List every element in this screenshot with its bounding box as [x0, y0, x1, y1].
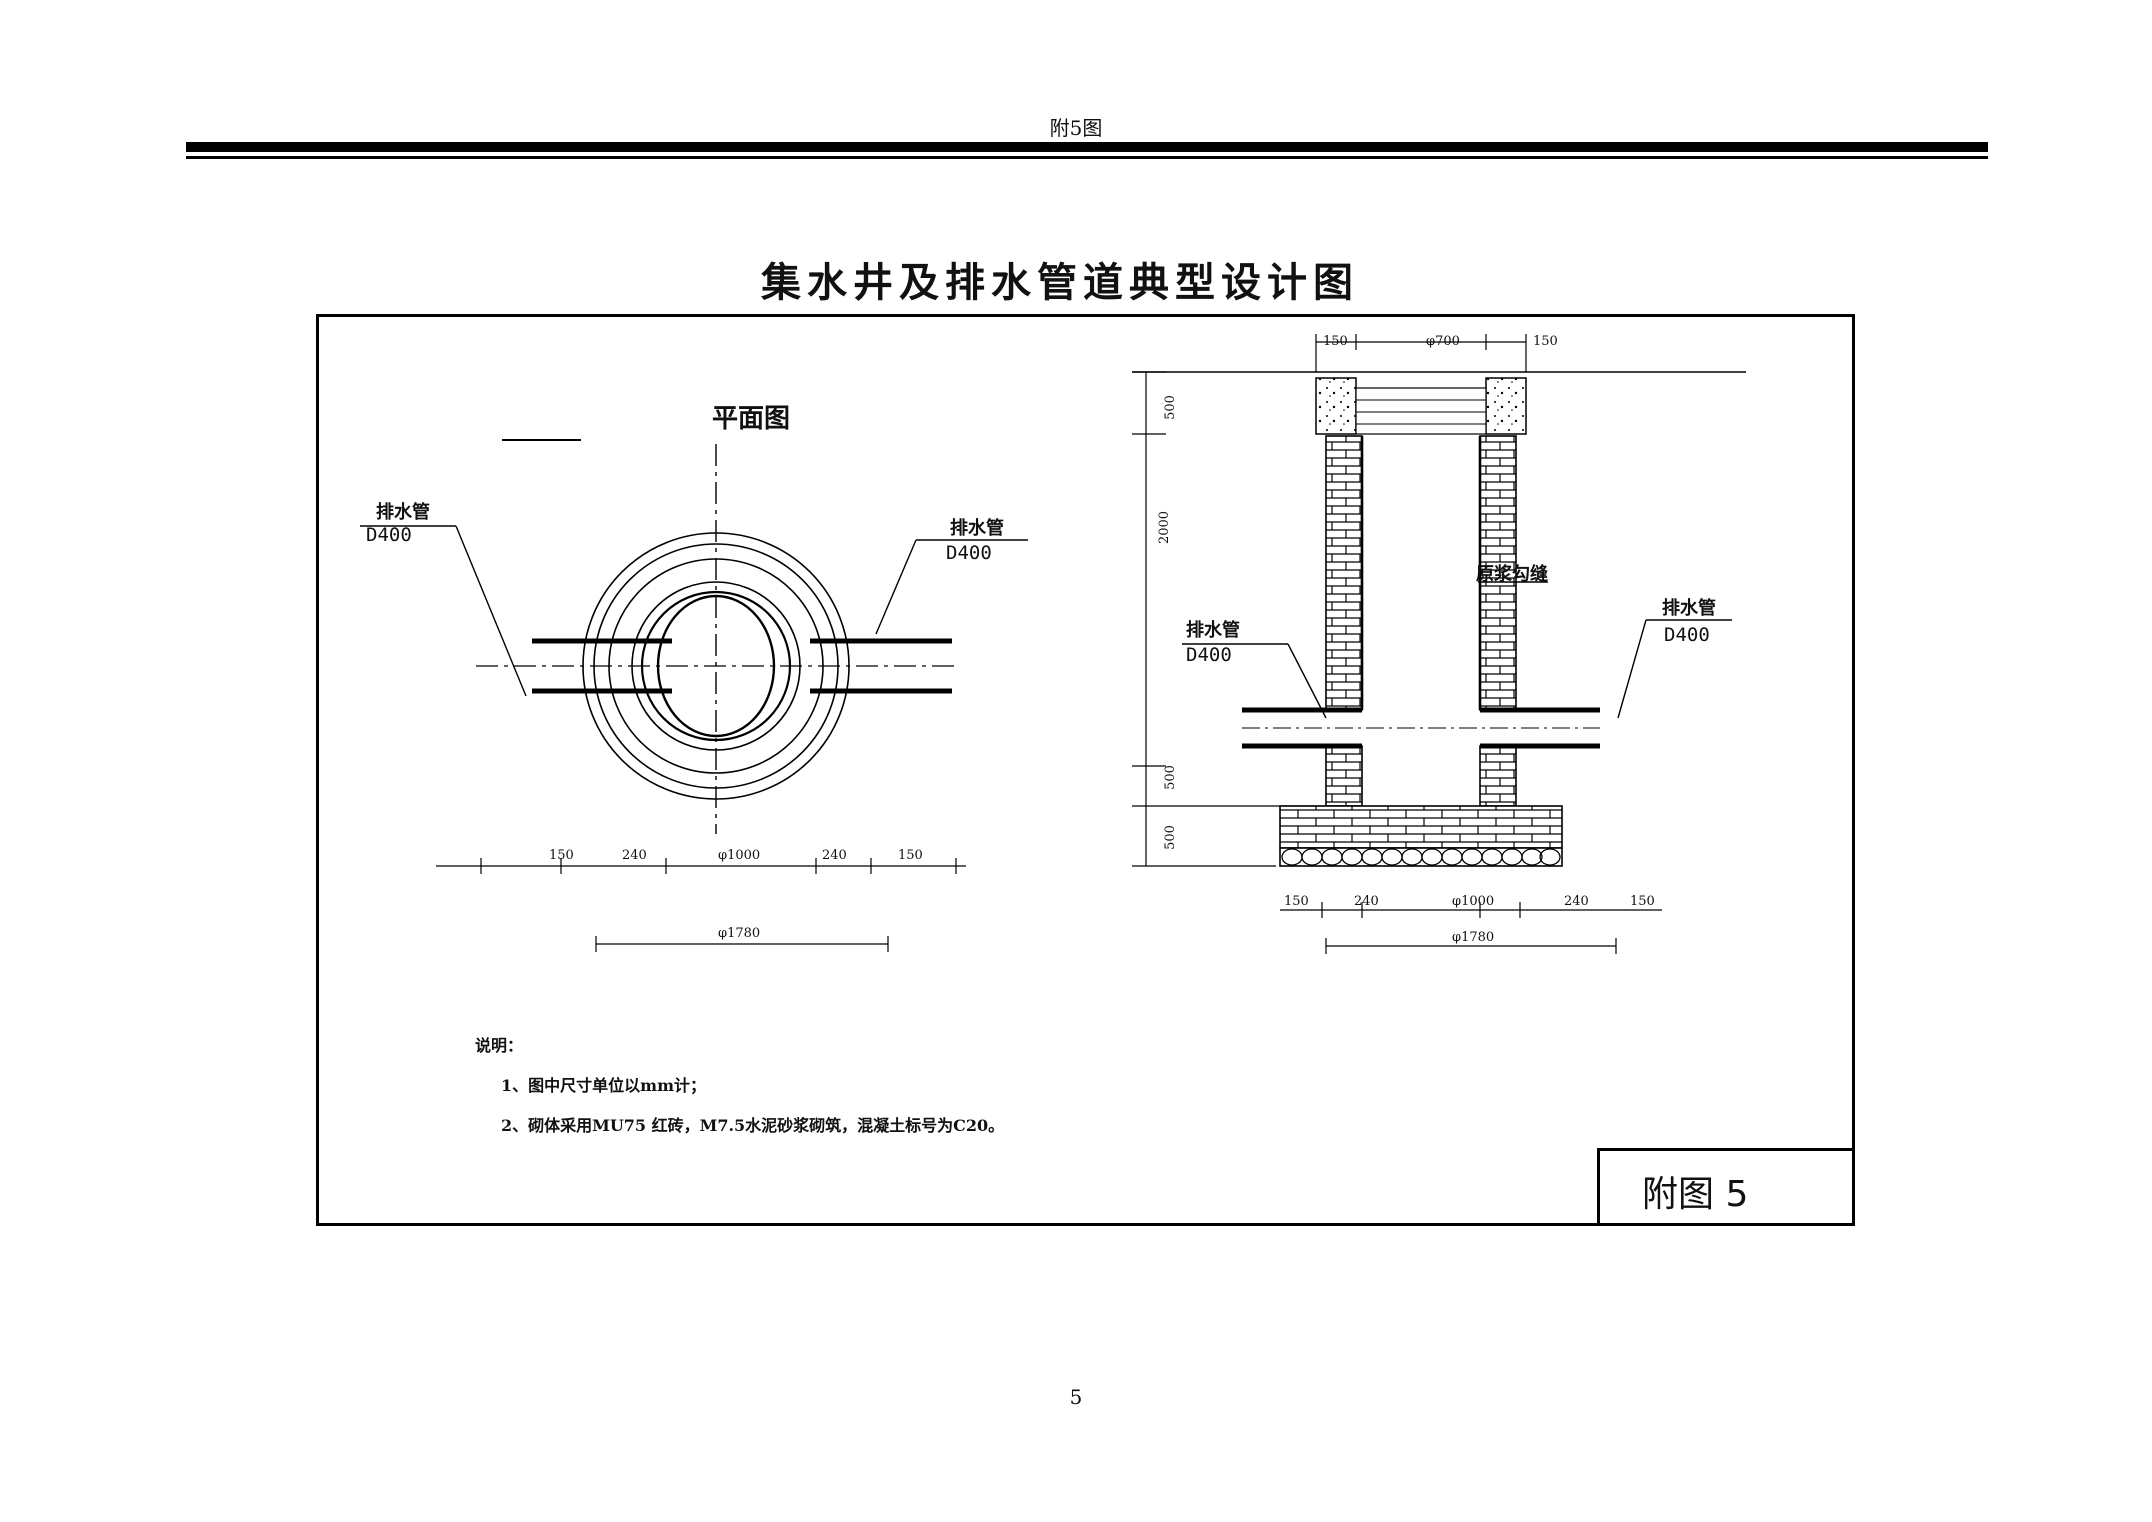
plan-heading: 平面图: [712, 404, 791, 434]
notes-heading: 说明：: [475, 1036, 524, 1055]
plan-pipe-right-size: D400: [946, 542, 992, 564]
plan-view: [360, 439, 1028, 952]
note-item-1: 1、图中尺寸单位以mm计；: [501, 1076, 706, 1095]
section-view: [1132, 334, 1746, 954]
plan-dim-2: 240: [622, 848, 647, 863]
section-top-dim-1: 150: [1323, 334, 1348, 349]
section-dim-5: 150: [1630, 894, 1655, 909]
section-pipe-right-size: D400: [1664, 624, 1710, 646]
drawing-frame: [316, 314, 1855, 1226]
section-top-dim-2: φ700: [1426, 334, 1460, 349]
plan-dim-3: φ1000: [718, 848, 761, 863]
section-dim-1: 150: [1284, 894, 1309, 909]
section-wall-note: 原浆勾缝: [1476, 564, 1548, 585]
plan-pipe-right-label: 排水管: [950, 518, 1004, 539]
section-dim-4: 240: [1564, 894, 1589, 909]
figure-stamp-label: 附图 5: [1642, 1174, 1749, 1215]
note-item-2: 2、砌体采用MU75 红砖，M7.5水泥砂浆砌筑，混凝土标号为C20。: [501, 1116, 1005, 1135]
plan-dim-1: 150: [549, 848, 574, 863]
header-rule-thin: [186, 156, 1988, 159]
drawing-title: 集水井及排水管道典型设计图: [761, 260, 1359, 306]
section-dim-2: 240: [1354, 894, 1379, 909]
figure-stamp: 附图 5: [1597, 1148, 1855, 1226]
section-pipe-right-label: 排水管: [1662, 598, 1716, 619]
section-dim-3: φ1000: [1452, 894, 1495, 909]
section-dim-total: φ1780: [1452, 930, 1495, 945]
plan-dim-5: 150: [898, 848, 923, 863]
header-rule-thick: [186, 142, 1988, 152]
section-vert-dim-4: 500: [1162, 825, 1178, 850]
section-vert-dim-2: 2000: [1157, 510, 1173, 545]
drawing-linework: [360, 334, 1746, 954]
drawing-notes: 说明： 1、图中尺寸单位以mm计； 2、砌体采用MU75 红砖，M7.5水泥砂浆…: [475, 1032, 1004, 1152]
section-top-dim-3: 150: [1533, 334, 1558, 349]
page-number: 5: [1069, 1385, 1083, 1409]
section-pipe-left-size: D400: [1186, 644, 1232, 666]
plan-dim-total: φ1780: [718, 926, 761, 941]
section-vert-dim-3: 500: [1162, 765, 1178, 790]
section-pipe-left-label: 排水管: [1186, 620, 1240, 641]
plan-pipe-left-label: 排水管: [376, 502, 430, 523]
running-header: 附5图: [1049, 116, 1103, 140]
plan-pipe-left-size: D400: [366, 524, 412, 546]
section-vert-dim-1: 500: [1162, 395, 1178, 420]
plan-dim-4: 240: [822, 848, 847, 863]
